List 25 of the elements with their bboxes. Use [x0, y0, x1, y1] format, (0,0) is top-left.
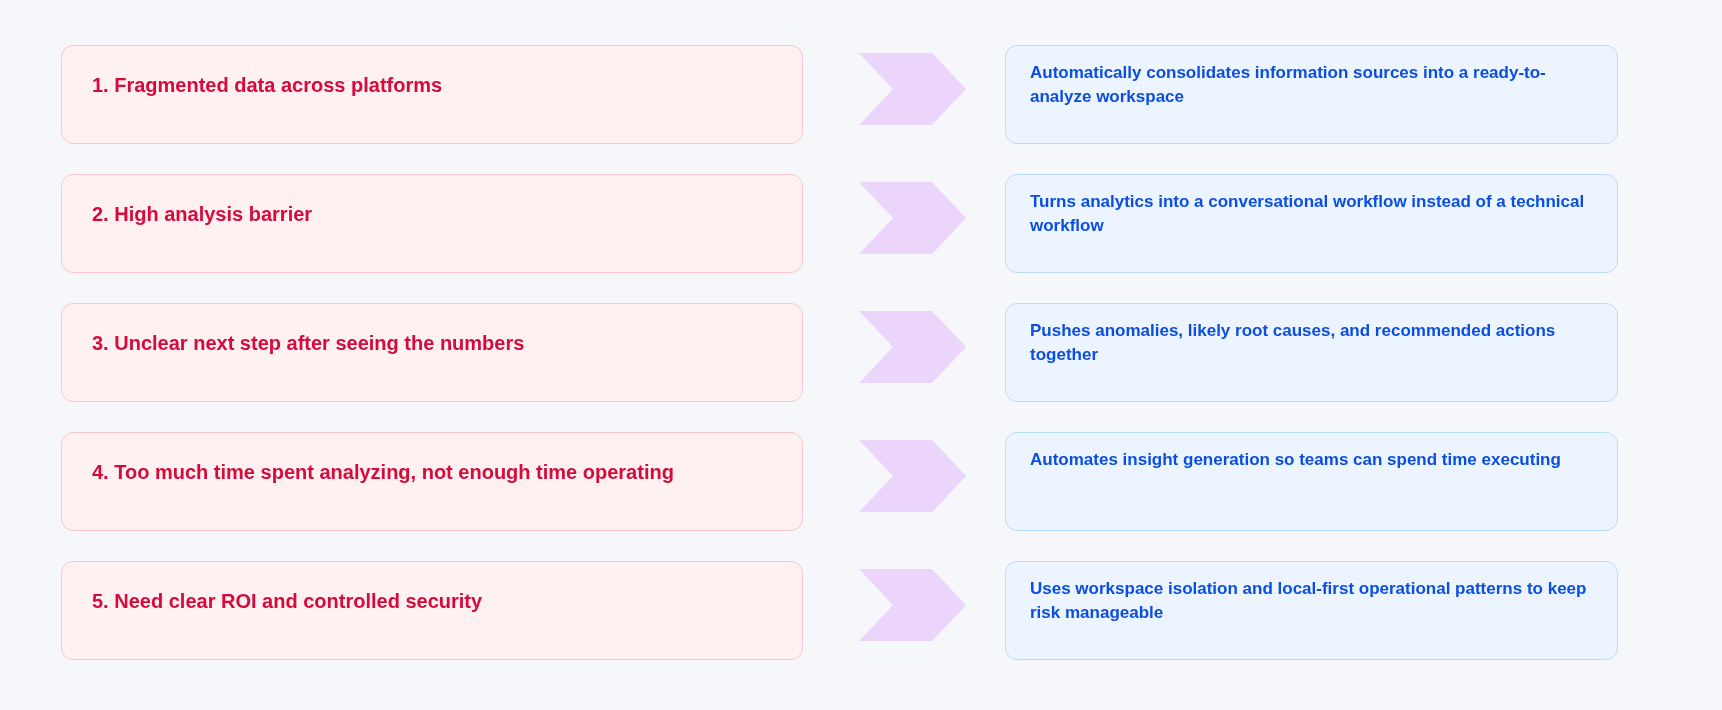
- solution-box: [1005, 432, 1618, 531]
- chevron-arrow: [859, 440, 966, 512]
- solution-text: Turns analytics into a conversational workflow instead of a technical workflow: [1030, 191, 1586, 237]
- solution-text: Automates insight generation so teams can spend time executing: [1030, 449, 1561, 471]
- problem-box: [61, 561, 803, 660]
- solution-text: Uses workspace isolation and local-first operational patterns to keep risk manageable: [1030, 578, 1588, 624]
- chevron-arrow: [859, 53, 966, 125]
- problem-text: 2. High analysis barrier: [92, 202, 313, 227]
- solution-box: [1005, 561, 1618, 660]
- chevron-arrow: [859, 311, 966, 383]
- solution-box: [1005, 45, 1618, 144]
- problem-box: [61, 45, 803, 144]
- problem-box: [61, 174, 803, 273]
- solution-text: Pushes anomalies, likely root causes, and recommended actions together: [1030, 320, 1557, 366]
- problem-box: [61, 303, 803, 402]
- chevron-arrow: [859, 182, 966, 254]
- chevron-arrow: [859, 569, 966, 641]
- problem-text: 5. Need clear ROI and controlled security: [92, 589, 483, 614]
- problem-text: 1. Fragmented data across platforms: [92, 73, 443, 98]
- problem-text: 4. Too much time spent analyzing, not enough time operating: [92, 460, 674, 485]
- problem-box: [61, 432, 803, 531]
- solution-text: Automatically consolidates information sources into a ready-to-analyze workspace: [1030, 62, 1547, 108]
- problem-text: 3. Unclear next step after seeing the numbers: [92, 331, 525, 356]
- solution-box: [1005, 303, 1618, 402]
- solution-box: [1005, 174, 1618, 273]
